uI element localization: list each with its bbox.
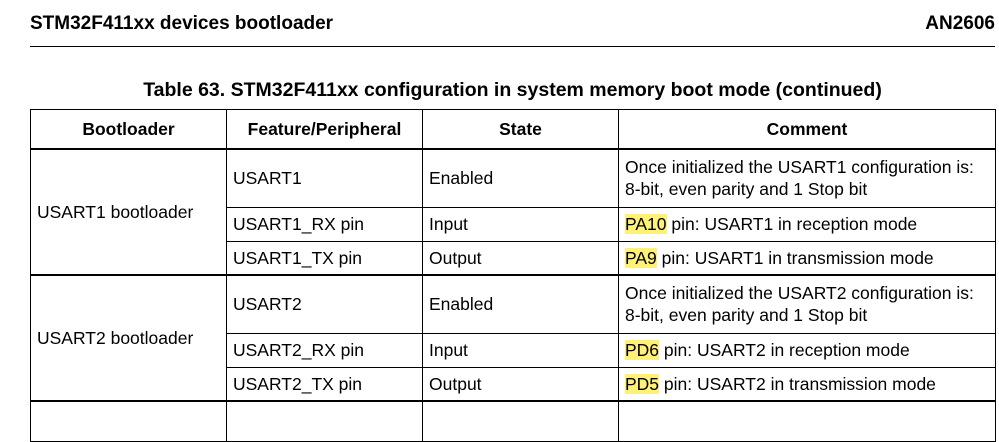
table-header-row: Bootloader Feature/Peripheral State Comm… bbox=[30, 109, 996, 150]
feature-cell: USART1_RX pin bbox=[226, 206, 423, 242]
comment-cell: PD6 pin: USART2 in reception mode bbox=[618, 332, 996, 368]
table-row: USART1_RX pin Input PA10 pin: USART1 in … bbox=[31, 206, 996, 242]
column-header-state: State bbox=[422, 109, 619, 150]
state-cell: Input bbox=[422, 332, 619, 368]
state-cell: Output bbox=[422, 366, 619, 402]
table-row: USART1_TX pin Output PA9 pin: USART1 in … bbox=[31, 240, 996, 276]
comment-cell: PA10 pin: USART1 in reception mode bbox=[618, 206, 996, 242]
feature-cell bbox=[226, 400, 423, 442]
comment-text: pin: USART2 in reception mode bbox=[659, 340, 910, 360]
comment-text: Once initialized the USART1 configuratio… bbox=[625, 157, 974, 200]
bootloader-cell: USART2 bootloader bbox=[30, 274, 227, 402]
state-cell: Output bbox=[422, 240, 619, 276]
column-header-bootloader: Bootloader bbox=[30, 109, 227, 150]
comment-cell: PD5 pin: USART2 in transmission mode bbox=[618, 366, 996, 402]
table-row: USART2_TX pin Output PD5 pin: USART2 in … bbox=[31, 366, 996, 402]
comment-cell: Once initialized the USART2 configuratio… bbox=[618, 274, 996, 334]
bootloader-cell bbox=[30, 400, 227, 442]
state-cell: Input bbox=[422, 206, 619, 242]
feature-cell: USART1_TX pin bbox=[226, 240, 423, 276]
table-title: Table 63. STM32F411xx configuration in s… bbox=[143, 79, 882, 101]
comment-text: pin: USART1 in transmission mode bbox=[656, 247, 934, 268]
comment-text: pin: USART1 in reception mode bbox=[666, 214, 918, 234]
table-row: USART2_RX pin Input PD6 pin: USART2 in r… bbox=[31, 332, 996, 368]
comment-text: Once initialized the USART2 configuratio… bbox=[625, 283, 974, 326]
comment-text: pin: USART2 in transmission mode bbox=[659, 373, 936, 394]
bootloader-cell: USART1 bootloader bbox=[30, 148, 227, 276]
comment-cell: Once initialized the USART1 configuratio… bbox=[618, 148, 996, 208]
table-row: USART2 bootloader USART2 Enabled Once in… bbox=[30, 274, 996, 402]
feature-cell: USART1 bbox=[226, 148, 423, 208]
table-row bbox=[30, 400, 996, 442]
pin-highlight: PA10 bbox=[625, 214, 667, 234]
table-row: USART1 bootloader USART1 Enabled Once in… bbox=[30, 148, 996, 276]
pin-highlight: PD6 bbox=[625, 340, 660, 360]
page-header: STM32F411xx devices bootloader AN2606 bbox=[30, 0, 995, 47]
state-cell: Enabled bbox=[422, 148, 619, 208]
state-cell: Enabled bbox=[422, 274, 619, 334]
column-header-comment: Comment bbox=[618, 109, 996, 150]
document-title: STM32F411xx devices bootloader bbox=[30, 13, 334, 34]
feature-cell: USART2_RX pin bbox=[226, 332, 423, 368]
document-id: AN2606 bbox=[925, 13, 995, 34]
config-table: Bootloader Feature/Peripheral State Comm… bbox=[30, 109, 996, 442]
column-header-feature: Feature/Peripheral bbox=[226, 109, 423, 150]
state-cell bbox=[422, 400, 619, 442]
pin-highlight: PD5 bbox=[625, 373, 660, 394]
comment-cell bbox=[618, 400, 996, 442]
pin-highlight: PA9 bbox=[625, 247, 657, 268]
comment-cell: PA9 pin: USART1 in transmission mode bbox=[618, 240, 996, 276]
feature-cell: USART2_TX pin bbox=[226, 366, 423, 402]
feature-cell: USART2 bbox=[226, 274, 423, 334]
